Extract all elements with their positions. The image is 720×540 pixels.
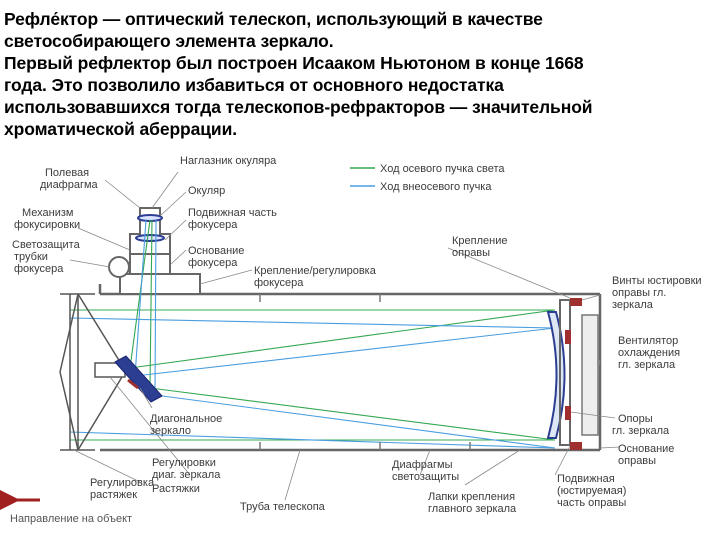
spider-vanes [59, 293, 126, 451]
label-collimation-screws: Винты юстировки [612, 275, 702, 287]
label-focuser-mount: Крепление/регулировка [254, 265, 377, 277]
label-cell-moving: часть оправы [557, 497, 626, 509]
label-focuser-shield: Светозащита [12, 239, 81, 251]
label-focuser-shield: трубки [14, 251, 48, 263]
direction-label: Направление на объект [10, 513, 132, 525]
label-mirror-clips: главного зеркала [428, 503, 517, 515]
label-focus-mechanism: Механизм [22, 207, 73, 219]
label-cell-mount: оправы [452, 247, 490, 259]
label-focuser-base: фокусера [188, 257, 238, 269]
legend: Ход осевого пучка света Ход внеосевого п… [350, 163, 505, 193]
label-cell-mount: Крепление [452, 235, 507, 247]
label-collimation-screws: оправы гл. [612, 287, 666, 299]
leader-lines [69, 171, 621, 501]
label-focus-mechanism: фокусировки [14, 219, 80, 231]
intro-line: Первый рефлектор был построен Исааком Нь… [4, 53, 584, 73]
label-secondary-adjust: диаг. зеркала [152, 469, 221, 481]
primary-mirror [546, 298, 599, 450]
offaxis-beam [69, 219, 556, 449]
focus-knob [108, 256, 130, 278]
label-cell-moving: Подвижная [557, 473, 615, 485]
intro-line: использовавшихся тогда телескопов-рефрак… [4, 97, 593, 117]
label-fan: охлаждения [618, 347, 680, 359]
label-focuser-shield: фокусера [14, 263, 64, 275]
label-mirror-supports: Опоры [618, 413, 653, 425]
label-baffles: светозащиты [392, 471, 459, 483]
labels: Полевая диафрагма Механизм фокусировки С… [12, 155, 702, 515]
reflector-telescope-diagram: Ход осевого пучка света Ход внеосевого п… [0, 155, 702, 525]
label-focuser-mount: фокусера [254, 277, 304, 289]
label-fan: гл. зеркала [618, 359, 676, 371]
label-mirror-clips: Лапки крепления [428, 491, 515, 503]
label-diagonal: зеркало [150, 425, 191, 437]
direction-indicator: Направление на объект [0, 488, 132, 525]
label-baffles: Диафрагмы [392, 459, 453, 471]
focuser-lens [135, 234, 165, 242]
label-secondary-adjust: Растяжки [152, 483, 200, 495]
intro-line: светособирающего элемента зеркало. [4, 31, 334, 51]
label-spider-adjust: Регулировка [90, 477, 155, 489]
label-secondary-adjust: Регулировки [152, 457, 216, 469]
legend-axial: Ход осевого пучка света [380, 163, 505, 175]
label-mirror-supports: гл. зеркала [612, 425, 670, 437]
intro-text: Рефле́ктор — оптический телескоп, исполь… [4, 8, 716, 140]
label-cell-moving: (юстируемая) [557, 485, 626, 497]
legend-offaxis: Ход внеосевого пучка [380, 181, 492, 193]
label-cell-base: оправы [618, 455, 656, 467]
baffles [259, 294, 471, 450]
focuser [108, 207, 201, 295]
label-tube: Труба телескопа [240, 501, 326, 513]
focuser-base [119, 273, 201, 295]
label-spider-adjust: растяжек [90, 489, 137, 501]
intro-line: года. Это позволило избавиться от основн… [4, 75, 504, 95]
diagonal-mirror [114, 355, 163, 403]
label-field-diaphragm: диафрагма [40, 179, 99, 191]
label-focuser-moving: фокусера [188, 219, 238, 231]
label-focuser-base: Основание [188, 245, 244, 257]
label-focuser-moving: Подвижная часть [188, 207, 277, 219]
label-fan: Вентилятор [618, 335, 678, 347]
intro-line: хроматической аберрации. [4, 119, 238, 139]
label-eyecup: Наглазник окуляра [180, 155, 277, 167]
label-collimation-screws: зеркала [612, 299, 654, 311]
intro-line: Рефле́ктор — оптический телескоп, исполь… [4, 9, 543, 29]
label-field-diaphragm: Полевая [45, 167, 89, 179]
label-diagonal: Диагональное [150, 413, 222, 425]
label-eyepiece: Окуляр [188, 185, 225, 197]
label-cell-base: Основание [618, 443, 674, 455]
